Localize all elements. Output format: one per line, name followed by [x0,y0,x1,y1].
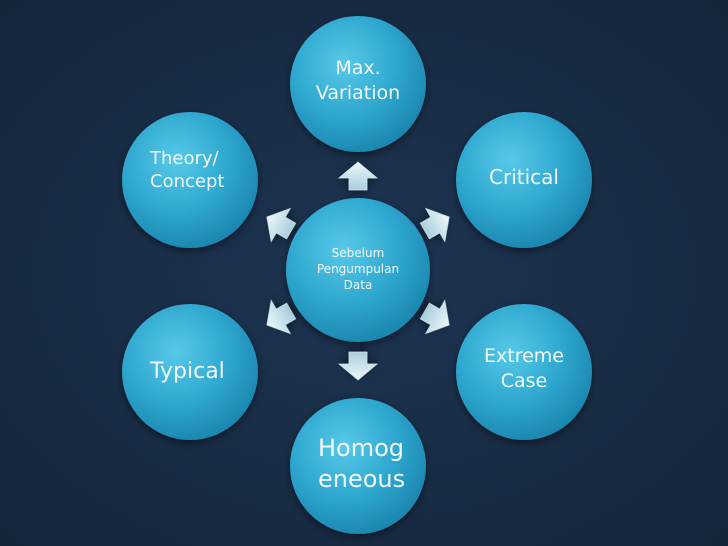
node-label-typical: Typical [149,359,225,384]
arrow-lower-right-icon [419,299,450,335]
arrow-upper-left-icon [266,207,297,243]
node-circle-typical [122,304,258,440]
node-label-critical: Critical [489,165,559,189]
arrow-upper-right-icon [419,207,450,243]
arrow-down-icon [337,351,379,381]
node-circle-theory-concept [122,112,258,248]
arrow-up-icon [337,161,379,191]
center-circle [286,198,430,342]
node-circle-extreme-case [456,304,592,440]
node-label-theory-concept: Theory/Concept [149,148,224,192]
node-circle-homogeneous [290,398,426,534]
arrow-lower-left-icon [266,299,297,335]
node-circle-max-variation [290,16,426,152]
node-label-max-variation: Max.Variation [316,57,400,104]
arrows-layer [266,161,450,381]
node-circle-critical [456,112,592,248]
